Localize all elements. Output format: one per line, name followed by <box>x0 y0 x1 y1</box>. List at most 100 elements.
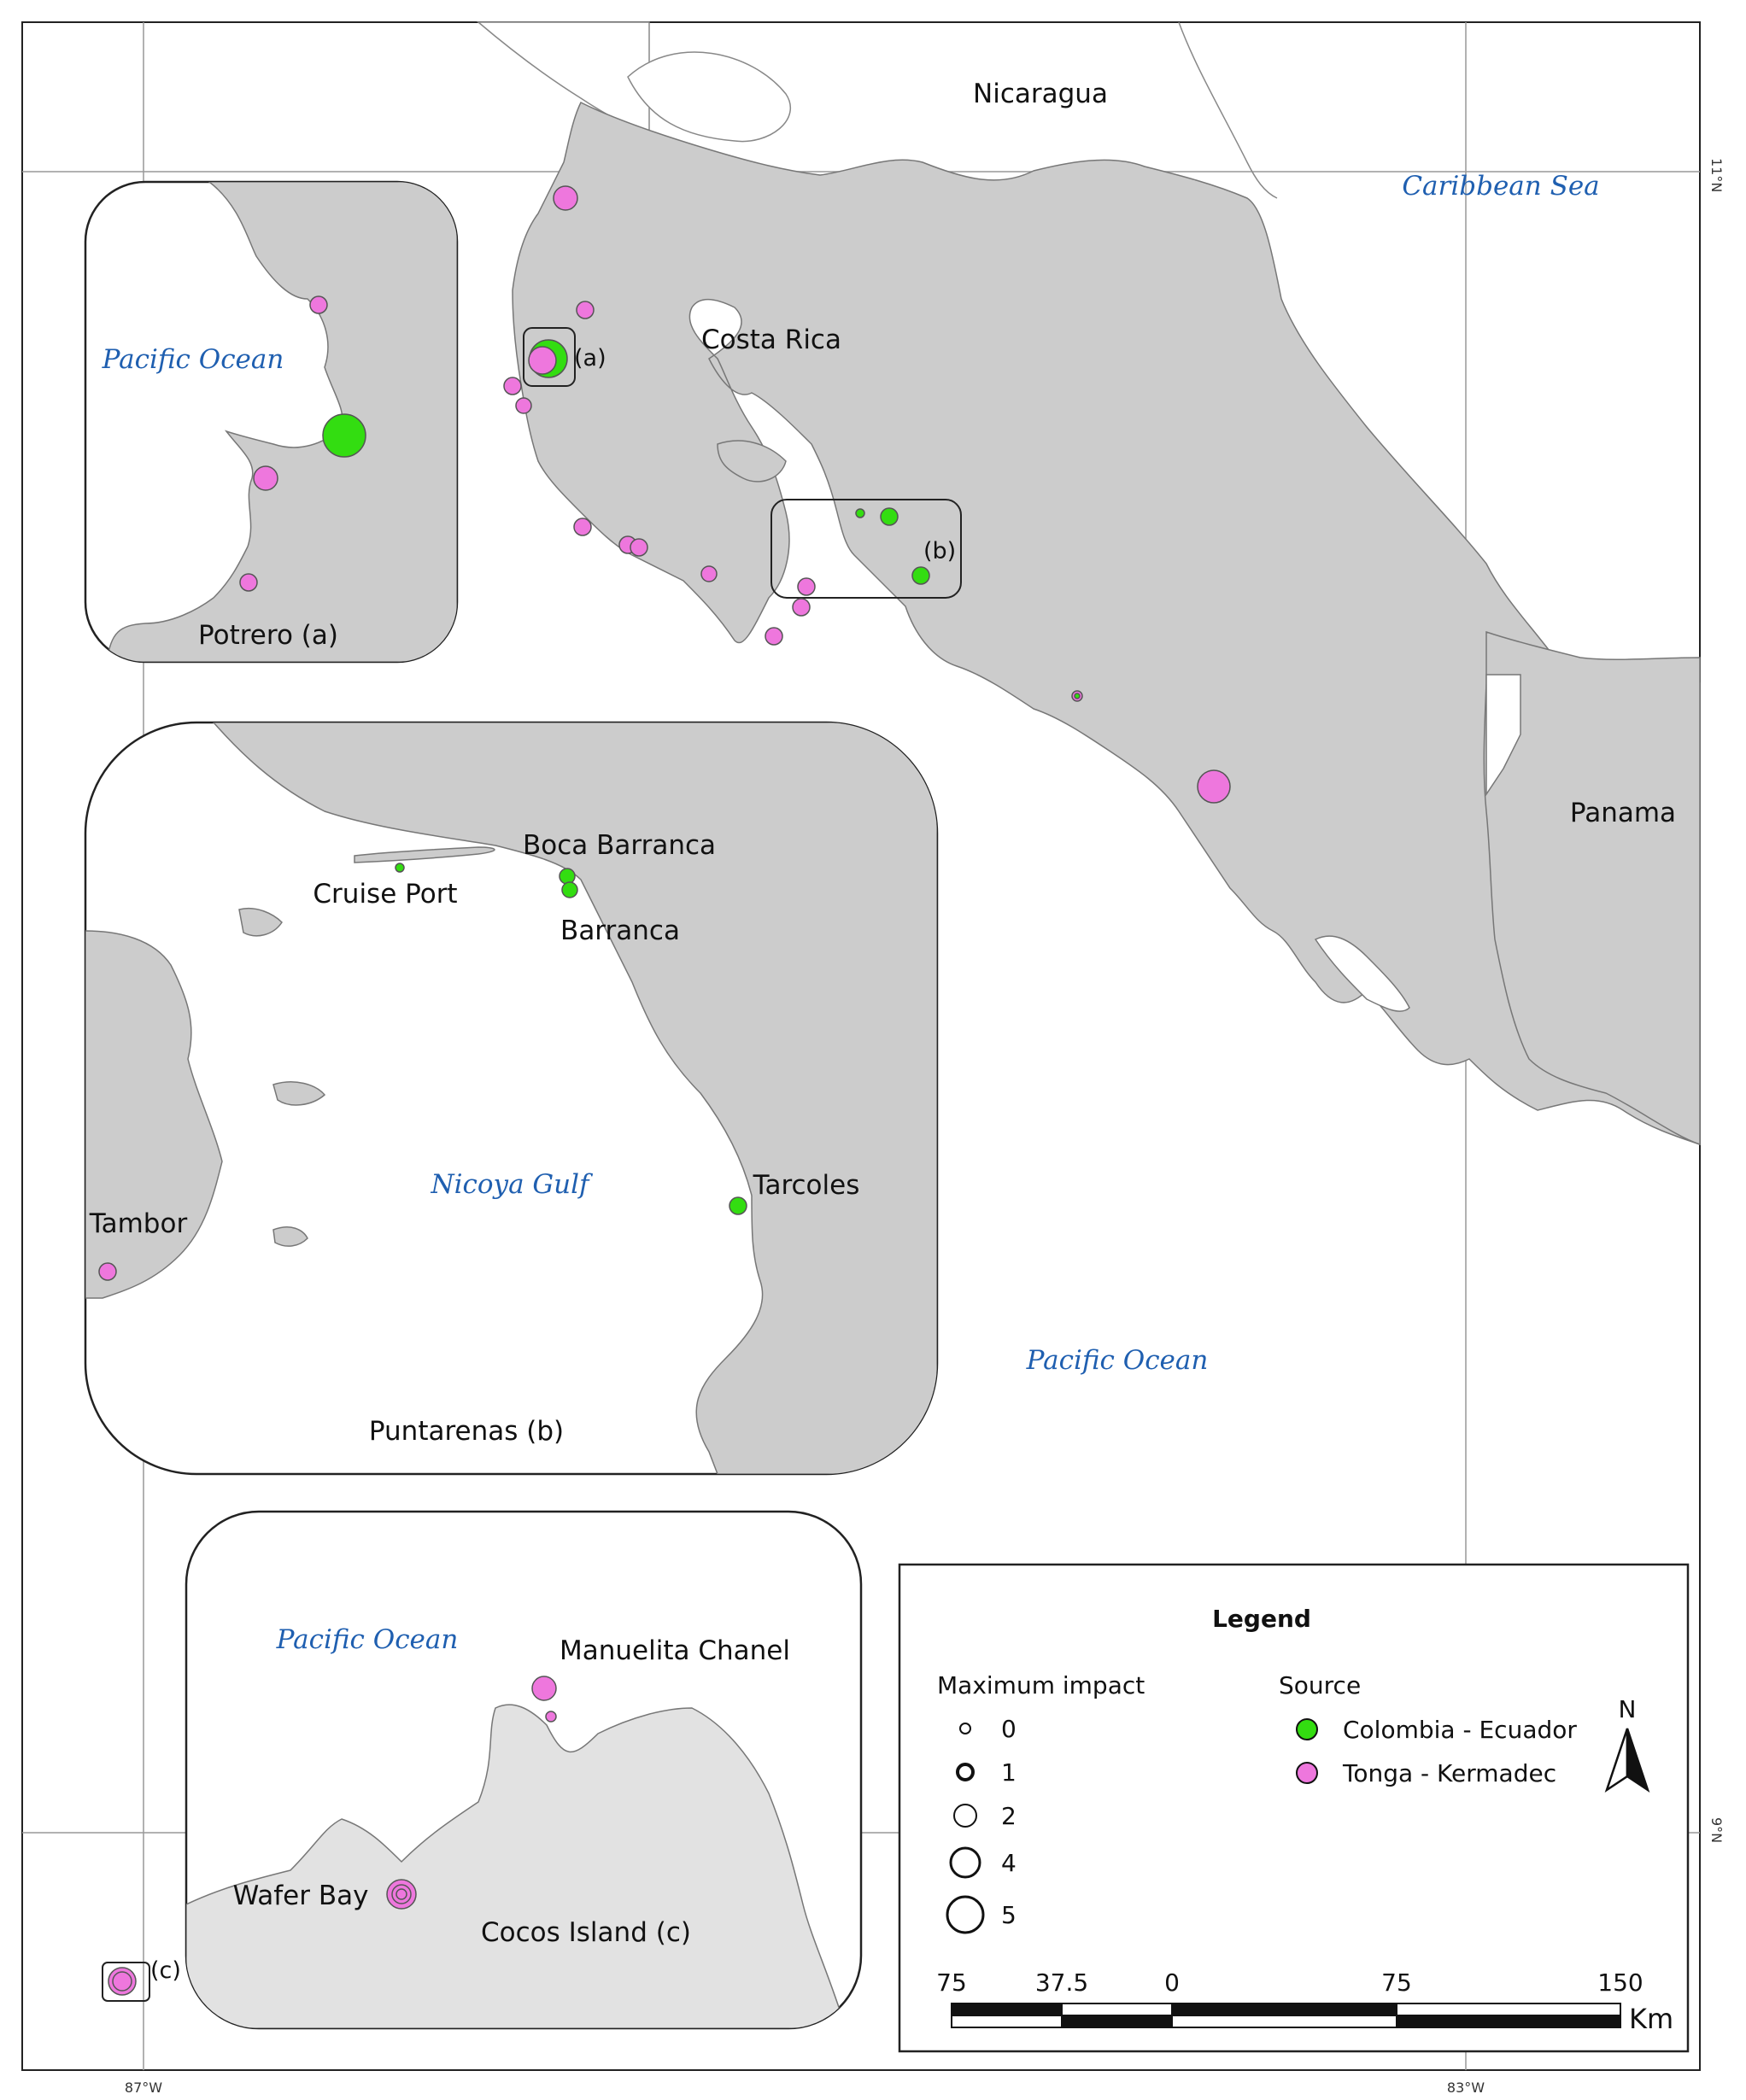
impact-point <box>911 566 930 585</box>
inset-b-west-peninsula <box>85 930 223 1299</box>
scale-tick-label: 0 <box>1164 1968 1180 1997</box>
impact-points-inset-b <box>98 863 747 1281</box>
label-pacific-ocean-inset-c: Pacific Ocean <box>276 1624 459 1655</box>
impact-point <box>253 465 278 491</box>
label-panama: Panama <box>1570 798 1676 828</box>
impact-point <box>880 507 899 526</box>
inset-b-puntarenas-spit <box>354 846 495 863</box>
north-arrow-icon <box>1604 1728 1650 1793</box>
legend-frame <box>898 1563 1690 2053</box>
legend-impact-symbol-0 <box>959 1723 971 1734</box>
inset-c <box>185 1510 863 2030</box>
legend-impact-level: 2 <box>1001 1802 1017 1830</box>
legend-impact-level: 5 <box>1001 1901 1017 1929</box>
legend-title: Legend <box>1212 1605 1311 1633</box>
legend-source-swatch-tonga <box>1296 1762 1318 1784</box>
label-tambor: Tambor <box>89 1208 188 1239</box>
impact-point <box>528 346 557 375</box>
legend-impact-level: 4 <box>1001 1849 1017 1877</box>
impact-point <box>561 881 578 898</box>
label-marker-a: (a) <box>574 345 606 371</box>
impact-point <box>545 1711 557 1723</box>
panama-land <box>1483 630 1701 1146</box>
legend-source-name: Tonga - Kermadec <box>1342 1759 1556 1787</box>
scale-tick-label: 37.5 <box>1035 1968 1088 1997</box>
legend-impact-symbol-4 <box>949 1846 981 1879</box>
legend-impact-heading: Maximum impact <box>937 1671 1145 1699</box>
inset-b-island-2 <box>272 1081 326 1106</box>
legend-source-swatch-colombia <box>1296 1718 1318 1740</box>
scale-segment <box>951 2015 1063 2028</box>
impact-points-inset-a <box>239 295 366 592</box>
impact-point <box>797 577 816 596</box>
coord-label-11n: 11°N <box>1708 158 1725 192</box>
label-cruise-port: Cruise Port <box>313 879 457 910</box>
label-nicaragua: Nicaragua <box>973 79 1108 109</box>
impact-point <box>395 1888 407 1900</box>
costa-rica-land <box>512 101 1701 1146</box>
label-inset-b-title: Puntarenas (b) <box>369 1416 564 1447</box>
impact-point <box>553 185 578 211</box>
impact-point <box>1197 769 1231 804</box>
impact-point <box>576 301 595 319</box>
scale-segment <box>1396 2003 1621 2016</box>
label-wafer-bay: Wafer Bay <box>233 1881 369 1911</box>
label-pacific-ocean-main: Pacific Ocean <box>1026 1345 1209 1376</box>
legend-source-heading: Source <box>1279 1671 1361 1699</box>
label-boca-barranca: Boca Barranca <box>523 830 716 861</box>
coord-label-9n: 9°N <box>1708 1817 1725 1843</box>
impact-point <box>503 377 522 395</box>
scale-segment <box>1396 2015 1621 2028</box>
impact-point <box>729 1196 747 1215</box>
legend-impact-level: 0 <box>1001 1715 1017 1743</box>
marker-box-c <box>102 1962 150 2002</box>
impact-points-main <box>108 185 1231 1996</box>
marker-box-b <box>770 499 962 599</box>
nicoya-island <box>717 440 787 483</box>
coord-label-83w: 83°W <box>1447 2080 1485 2096</box>
impact-point <box>855 508 865 518</box>
scale-segment <box>1171 2003 1397 2016</box>
inset-c-land <box>186 1704 847 2028</box>
golfo-dulce <box>1314 935 1410 1012</box>
scale-tick-label: 75 <box>1381 1968 1412 1997</box>
label-barranca: Barranca <box>560 915 680 946</box>
label-caribbean-sea: Caribbean Sea <box>1402 171 1599 202</box>
scale-tick-label: 75 <box>936 1968 967 1997</box>
impact-point <box>531 1676 557 1701</box>
scale-bar: 75 37.5 0 75 150 Km <box>936 1968 1673 2035</box>
legend-impact-level: 1 <box>1001 1758 1017 1787</box>
marker-box-a <box>523 327 576 387</box>
impact-point <box>112 1971 132 1992</box>
label-manuelita-chanel: Manuelita Chanel <box>560 1635 790 1666</box>
inset-a <box>84 180 459 664</box>
label-marker-c: (c) <box>150 1957 181 1984</box>
coord-label-87w: 87°W <box>125 2080 162 2096</box>
nicaragua-east-coast <box>1178 21 1278 199</box>
scale-segment <box>1061 2003 1173 2016</box>
impact-point <box>1074 693 1081 699</box>
legend-impact-symbol-2 <box>953 1804 977 1828</box>
scale-segment <box>1061 2015 1173 2028</box>
impact-point <box>559 868 576 885</box>
label-pacific-ocean-inset-a: Pacific Ocean <box>102 344 284 375</box>
label-tarcoles: Tarcoles <box>753 1170 860 1201</box>
north-label: N <box>1619 1695 1637 1723</box>
scale-segment <box>1171 2015 1397 2028</box>
impact-point <box>395 863 405 873</box>
legend: Legend Maximum impact 0 1 2 4 5 Source C… <box>898 1563 1690 2053</box>
label-nicoya-gulf: Nicoya Gulf <box>430 1169 594 1200</box>
impact-point <box>322 413 366 458</box>
label-costa-rica: Costa Rica <box>701 325 841 355</box>
impact-point <box>573 518 592 536</box>
impact-point <box>309 295 328 314</box>
inset-b-mainland <box>212 722 937 1474</box>
impact-point <box>239 573 258 592</box>
legend-impact-symbol-5 <box>946 1895 985 1934</box>
impact-point <box>515 397 532 414</box>
label-inset-c-title: Cocos Island (c) <box>481 1917 691 1948</box>
inset-b-island-1 <box>238 908 283 937</box>
impact-point <box>792 598 811 617</box>
lake-nicaragua <box>627 51 792 143</box>
